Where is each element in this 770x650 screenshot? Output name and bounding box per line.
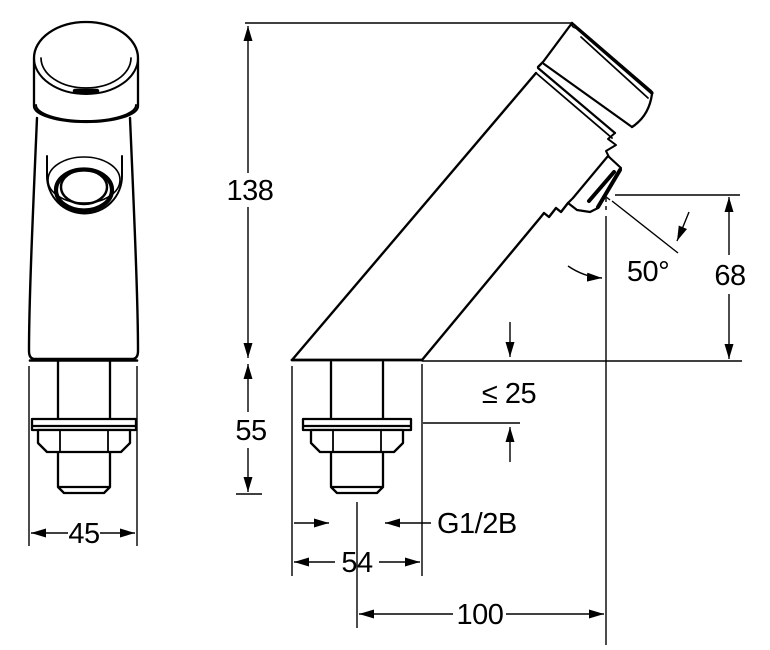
- dim-deck-thickness: ≤ 25: [482, 322, 537, 462]
- side-nut-facets: [332, 429, 382, 452]
- angle-reference-dash: [604, 195, 611, 201]
- dim-base-depth: 54: [294, 547, 420, 579]
- dim-thread-label: G1/2B: [437, 508, 517, 540]
- side-cap: [535, 21, 654, 158]
- dim-shank-label: 55: [235, 415, 266, 447]
- dim-front-width: 45: [31, 518, 135, 550]
- side-skirt-seam-b: [535, 72, 613, 139]
- side-cap-top-edge: [570, 21, 653, 93]
- side-cap-bottom-edge: [542, 62, 634, 129]
- front-cap-inner-rim: [40, 57, 132, 89]
- side-cap-chamfer-line: [580, 36, 649, 99]
- dim-45-label: 45: [68, 518, 99, 550]
- front-mounting-shank: [30, 358, 138, 495]
- front-cap: [32, 20, 140, 124]
- aerator-inner-band: [587, 170, 616, 203]
- front-thread-pipe: [56, 358, 112, 495]
- side-skirt-seam-a: [536, 66, 617, 135]
- side-body-left-edge: [290, 71, 538, 362]
- spout-break-zigzag: [605, 132, 617, 158]
- angle-reference-line: [611, 200, 679, 254]
- dim-spout-reach: 100: [359, 599, 604, 631]
- dim-54-label: 54: [341, 547, 373, 579]
- side-washer: [301, 417, 413, 432]
- dim-25-label: ≤ 25: [482, 378, 536, 410]
- side-mounting-shank: [301, 360, 413, 495]
- side-thread-pipe: [329, 360, 385, 495]
- dim-100-label: 100: [457, 599, 504, 631]
- dimensions: 138 55 45 54 100 68: [28, 22, 746, 645]
- button-face-inner: [59, 168, 109, 206]
- dim-height-label: 138: [227, 175, 274, 207]
- front-washer: [30, 417, 138, 432]
- dim-thread: G1/2B: [294, 508, 517, 540]
- dim-height: 138: [227, 26, 274, 358]
- front-nut-facets: [59, 429, 109, 452]
- side-cap-top-rim: [575, 27, 653, 95]
- side-cap-left-edge: [536, 21, 574, 69]
- side-view: [290, 21, 654, 495]
- aerator-outer-band: [596, 168, 622, 209]
- front-body: [27, 116, 140, 361]
- push-button: [46, 155, 123, 215]
- angle-arrow-left: [567, 265, 603, 282]
- side-nut: [309, 428, 405, 454]
- front-nut: [36, 428, 132, 454]
- side-cap-right-face: [630, 92, 654, 129]
- dim-outlet-height: 68: [714, 197, 746, 359]
- dim-68-label: 68: [714, 260, 745, 292]
- dim-angle-label: 50°: [627, 256, 669, 288]
- front-cap-silhouette: [32, 20, 140, 124]
- front-view: [27, 20, 140, 495]
- button-recess: [46, 155, 123, 215]
- front-cap-top-rim: [33, 57, 139, 95]
- spout-housing: [566, 154, 623, 214]
- front-cap-skirt: [35, 104, 137, 122]
- dim-shank-length: 55: [235, 364, 267, 492]
- angle-arrow-right: [676, 211, 690, 242]
- side-body-right-edge: [420, 201, 570, 362]
- dim-spout-angle: 50°: [567, 211, 690, 288]
